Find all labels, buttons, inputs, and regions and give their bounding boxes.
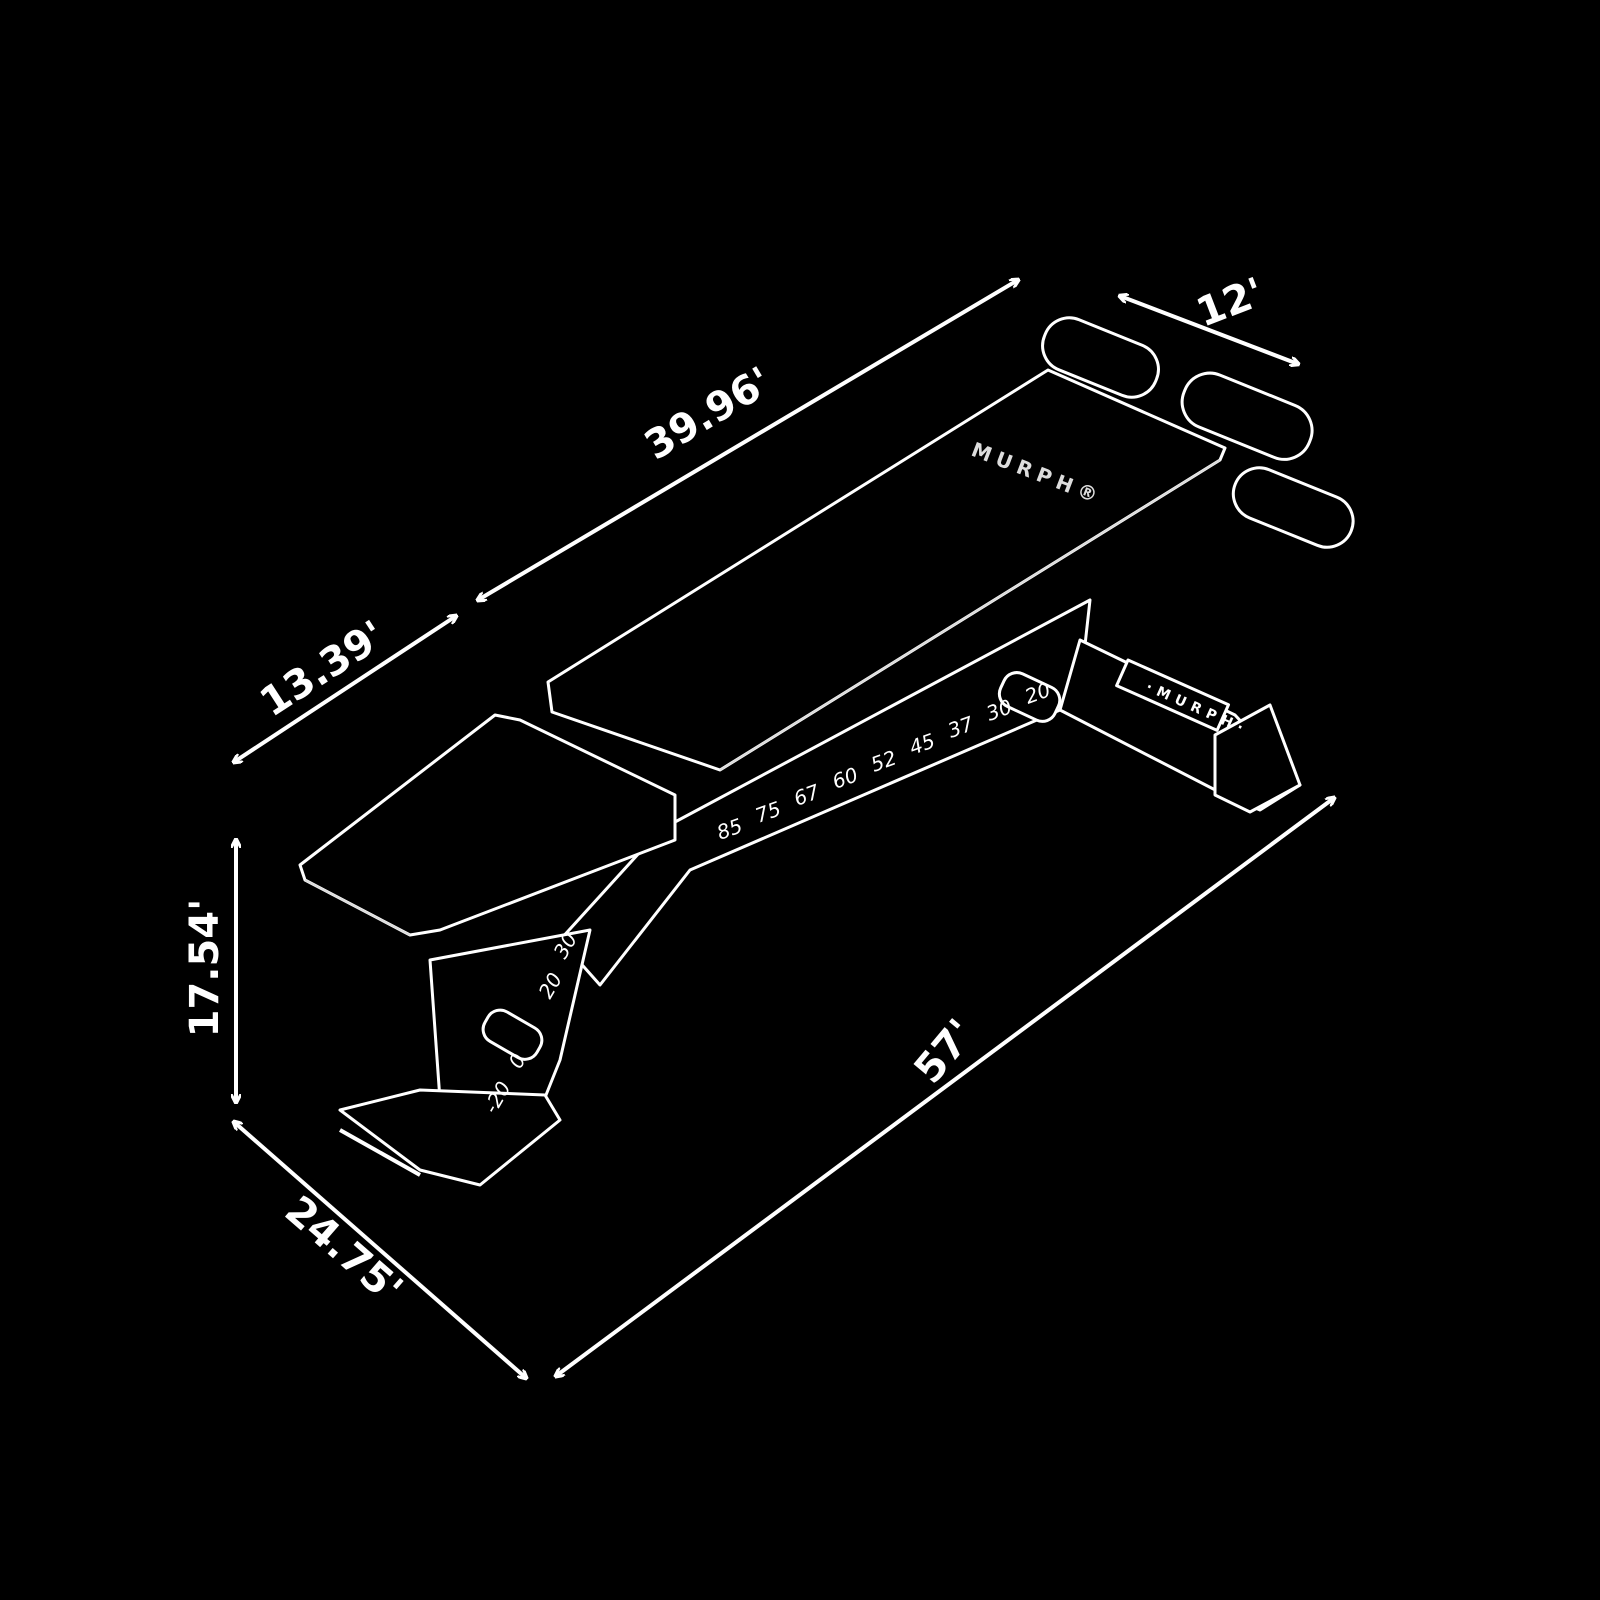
dim-arrow-roller-width (1120, 296, 1298, 364)
front-foot (338, 1088, 562, 1187)
dim-arrow-total-length (556, 798, 1334, 1376)
roller-bottom (1231, 466, 1355, 549)
dim-label-roller-width: 12' (1190, 269, 1270, 336)
roller-top-left (1041, 316, 1160, 399)
brand-plate (1115, 658, 1230, 732)
dim-arrow-length-top (478, 280, 1018, 600)
dim-label-length-top: 39.96' (637, 358, 780, 469)
dim-label-height: 17.54' (182, 899, 228, 1038)
seat-adjust-pin (481, 1008, 544, 1061)
dim-arrow-seat-length (234, 616, 456, 762)
dim-label-total-length: 57' (906, 1011, 985, 1093)
roller-top-right (1180, 371, 1314, 461)
back-adjust-pin (997, 671, 1062, 723)
bench-illustration: MURPH® ·MURPH· (298, 316, 1355, 1187)
dim-label-width: 24.75' (276, 1187, 411, 1313)
dim-arrow-width (234, 1122, 526, 1378)
